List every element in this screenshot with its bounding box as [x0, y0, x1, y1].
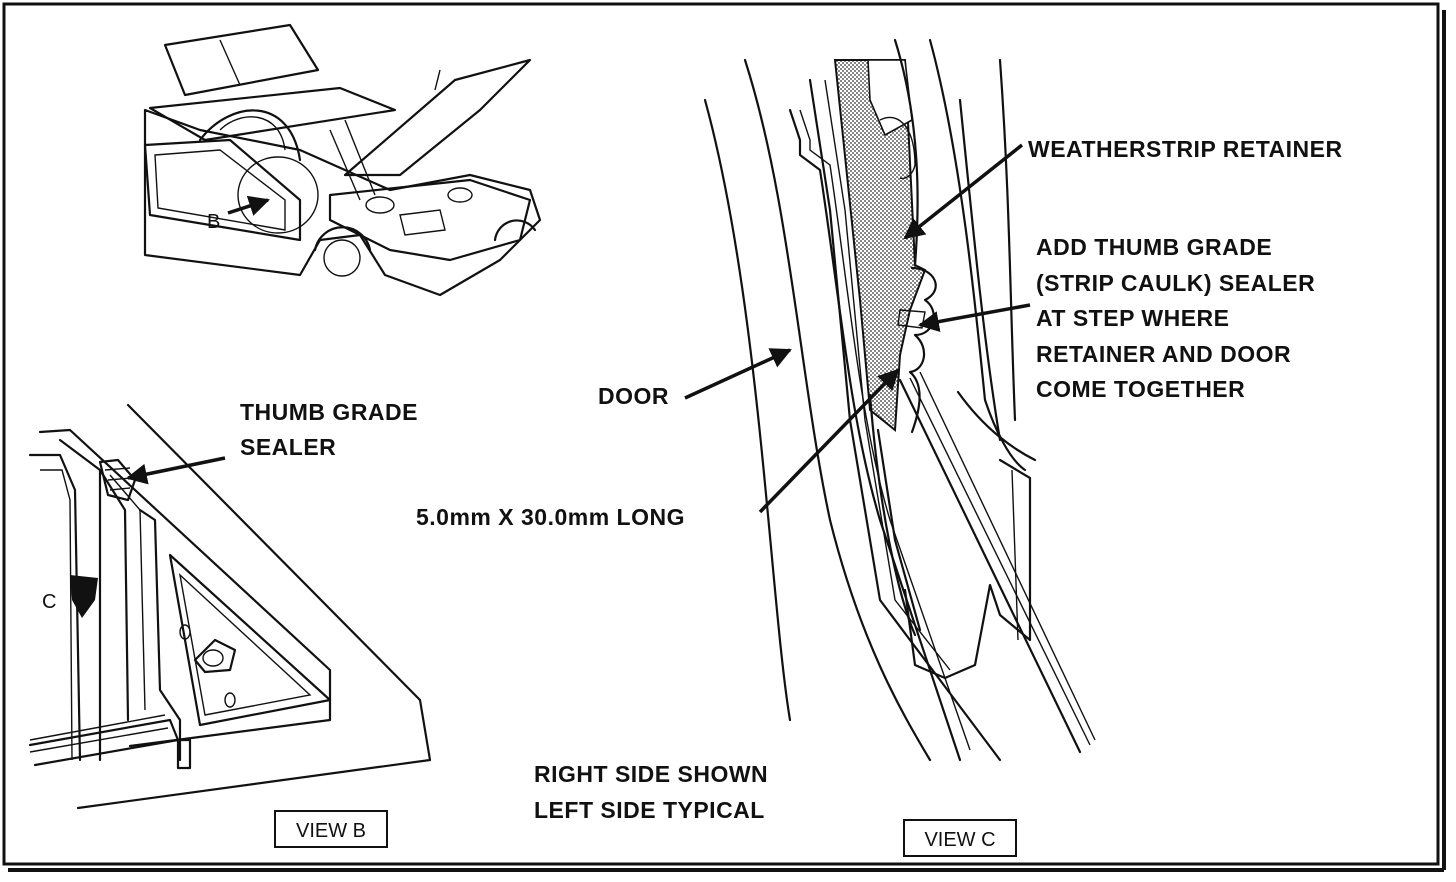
outer-frame — [2, 2, 1446, 872]
side-note-line-1: RIGHT SIDE SHOWN — [534, 761, 768, 787]
door-label: DOOR — [598, 383, 669, 409]
add-sealer-line-4: RETAINER AND DOOR — [1036, 341, 1291, 367]
view-c-reference-label: C — [42, 591, 56, 613]
add-sealer-line-5: COME TOGETHER — [1036, 376, 1245, 402]
view-b-label: VIEW B — [296, 820, 366, 842]
bead-size-label: 5.0mm X 30.0mm LONG — [416, 504, 685, 530]
add-sealer-line-3: AT STEP WHERE — [1036, 305, 1230, 331]
view-c-label: VIEW C — [924, 829, 995, 851]
weatherstrip-retainer-label: WEATHERSTRIP RETAINER — [1028, 136, 1343, 162]
view-b-box: VIEW B — [274, 810, 388, 848]
view-c-illustration — [684, 38, 1096, 762]
side-note-line-2: LEFT SIDE TYPICAL — [534, 797, 765, 823]
view-c-box: VIEW C — [903, 819, 1017, 857]
view-b-reference-label: B — [207, 211, 220, 233]
view-b-illustration: C — [28, 403, 432, 810]
thumb-grade-sealer-line-2: SEALER — [240, 434, 336, 460]
add-sealer-line-2: (STRIP CAULK) SEALER — [1036, 270, 1315, 296]
add-sealer-line-1: ADD THUMB GRADE — [1036, 234, 1272, 260]
thumb-grade-sealer-line-1: THUMB GRADE — [240, 399, 418, 425]
car-overview-illustration: B — [143, 23, 542, 297]
